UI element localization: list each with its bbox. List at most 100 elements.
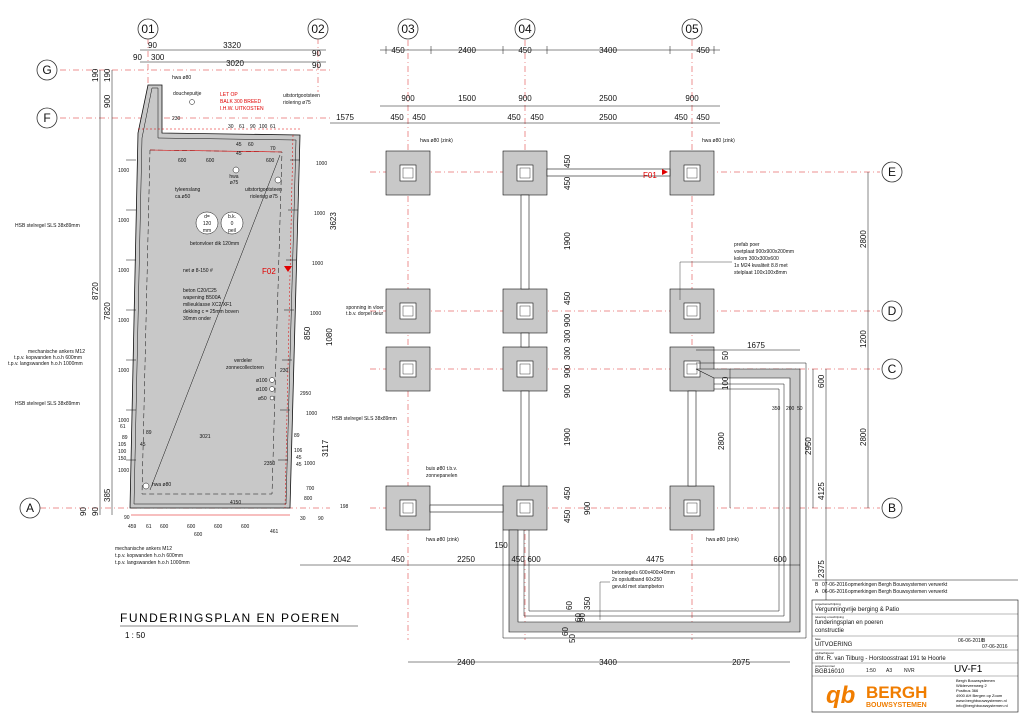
pipe-icon bbox=[269, 395, 275, 401]
svg-text:1000: 1000 bbox=[304, 461, 315, 467]
page-title: FUNDERINGSPLAN EN POEREN bbox=[120, 611, 341, 625]
svg-text:450: 450 bbox=[391, 46, 405, 55]
grid-bubble-C: C bbox=[881, 358, 903, 380]
svg-text:3400: 3400 bbox=[599, 658, 617, 667]
grid-bubble-D: D bbox=[881, 300, 903, 322]
svg-text:198: 198 bbox=[340, 504, 349, 510]
svg-text:LET OP: LET OP bbox=[220, 92, 238, 98]
svg-text:ø75: ø75 bbox=[230, 180, 239, 186]
svg-text:60: 60 bbox=[248, 142, 254, 148]
svg-text:1000: 1000 bbox=[310, 311, 321, 317]
svg-text:2042: 2042 bbox=[333, 555, 351, 564]
svg-text:hwa ø80 (zink): hwa ø80 (zink) bbox=[702, 138, 735, 144]
grid-bubble-04: 04 bbox=[514, 18, 536, 40]
svg-text:1900: 1900 bbox=[563, 232, 572, 250]
svg-text:07-06-2016: 07-06-2016 bbox=[982, 644, 1008, 650]
svg-text:850: 850 bbox=[303, 326, 312, 340]
douchepuitje-icon bbox=[189, 99, 195, 105]
svg-text:opdrachtgever: opdrachtgever bbox=[815, 651, 834, 655]
svg-text:t.p.v. langswanden h.o.h 1000m: t.p.v. langswanden h.o.h 1000mm bbox=[115, 560, 190, 566]
svg-text:hwa ø80 (zink): hwa ø80 (zink) bbox=[706, 537, 739, 543]
svg-text:riolering ø75: riolering ø75 bbox=[250, 194, 278, 200]
sheet-number: UV-F1 bbox=[954, 664, 983, 675]
svg-text:1200: 1200 bbox=[859, 330, 868, 348]
svg-text:3623: 3623 bbox=[329, 212, 338, 230]
svg-text:2800: 2800 bbox=[859, 230, 868, 248]
svg-text:50: 50 bbox=[568, 634, 577, 643]
svg-text:45: 45 bbox=[296, 462, 302, 468]
svg-text:60: 60 bbox=[574, 613, 583, 622]
svg-text:2x opsluitband 60x250: 2x opsluitband 60x250 bbox=[612, 577, 662, 583]
svg-text:2500: 2500 bbox=[599, 113, 617, 122]
svg-text:1575: 1575 bbox=[336, 113, 354, 122]
svg-text:3020: 3020 bbox=[226, 59, 244, 68]
svg-text:230: 230 bbox=[280, 368, 289, 374]
svg-text:2950: 2950 bbox=[804, 437, 813, 455]
svg-text:230: 230 bbox=[172, 116, 181, 122]
berging-annotations: hwa ø80 douchepuitje LET OP BALK 300 BRE… bbox=[8, 75, 397, 566]
svg-text:1000: 1000 bbox=[118, 168, 129, 174]
svg-text:hwa ø80: hwa ø80 bbox=[172, 75, 191, 81]
svg-text:verdeler: verdeler bbox=[234, 358, 252, 364]
patio-paving bbox=[502, 362, 807, 639]
beams bbox=[429, 168, 697, 513]
svg-text:t.p.v. langswanden h.o.h 1000m: t.p.v. langswanden h.o.h 1000mm bbox=[8, 361, 83, 367]
svg-text:1000: 1000 bbox=[312, 261, 323, 267]
svg-text:45: 45 bbox=[236, 151, 242, 157]
dimension-text-bottom: 2042 450 2250 450 4475 600 150 600 2400 … bbox=[333, 541, 787, 667]
dimension-lines-left bbox=[99, 70, 113, 515]
svg-text:600: 600 bbox=[178, 158, 187, 164]
svg-text:600: 600 bbox=[773, 555, 787, 564]
grid-bubble-G: G bbox=[36, 59, 58, 81]
title-block: B 07-06-2016 opmerkingen Bergh Bouwsyste… bbox=[811, 579, 1019, 713]
svg-text:Vergunningvrije berging & Pati: Vergunningvrije berging & Patio bbox=[815, 607, 900, 613]
svg-text:1000: 1000 bbox=[118, 318, 129, 324]
svg-text:ø100: ø100 bbox=[256, 387, 268, 393]
svg-text:1000: 1000 bbox=[118, 268, 129, 274]
svg-text:opmerkingen Bergh Bouwsystemen: opmerkingen Bergh Bouwsystemen verwerkt bbox=[848, 582, 948, 588]
svg-text:G: G bbox=[42, 63, 51, 77]
svg-text:2500: 2500 bbox=[599, 94, 617, 103]
svg-text:C: C bbox=[888, 362, 897, 376]
level-symbol bbox=[220, 211, 244, 235]
pipe-icon bbox=[269, 386, 275, 392]
svg-text:hwa ø80 (zink): hwa ø80 (zink) bbox=[426, 537, 459, 543]
svg-text:459: 459 bbox=[128, 524, 137, 530]
svg-text:1900: 1900 bbox=[563, 428, 572, 446]
svg-text:A3: A3 bbox=[886, 668, 892, 674]
svg-text:450: 450 bbox=[507, 113, 521, 122]
svg-text:90: 90 bbox=[124, 515, 130, 521]
svg-text:dekking c = 25mm boven: dekking c = 25mm boven bbox=[183, 309, 239, 315]
svg-text:350: 350 bbox=[583, 596, 592, 610]
svg-text:sponning in vloer: sponning in vloer bbox=[346, 305, 384, 311]
poer bbox=[385, 288, 431, 334]
f01-label: F01 bbox=[643, 171, 657, 180]
svg-text:1000: 1000 bbox=[118, 418, 129, 424]
svg-text:100: 100 bbox=[721, 376, 730, 390]
svg-text:300: 300 bbox=[563, 329, 572, 343]
svg-text:info@berghbouwsystemen.nl: info@berghbouwsystemen.nl bbox=[956, 703, 1008, 708]
svg-text:90: 90 bbox=[133, 53, 142, 62]
svg-text:60: 60 bbox=[565, 601, 574, 610]
svg-text:tyleenslang: tyleenslang bbox=[175, 187, 201, 193]
svg-text:600: 600 bbox=[160, 524, 169, 530]
svg-text:B: B bbox=[982, 638, 986, 644]
svg-text:600: 600 bbox=[241, 524, 250, 530]
dimension-text-col04: 450 450 1900 450 900 300 300 900 900 190… bbox=[563, 154, 592, 523]
svg-text:30mm onder: 30mm onder bbox=[183, 316, 211, 322]
svg-text:90: 90 bbox=[312, 49, 321, 58]
svg-text:milieuklasse XC2/XF1: milieuklasse XC2/XF1 bbox=[183, 302, 232, 308]
svg-text:60: 60 bbox=[561, 627, 570, 636]
svg-text:projectnummer: projectnummer bbox=[815, 664, 835, 668]
svg-text:riolering ø75: riolering ø75 bbox=[283, 100, 311, 106]
svg-text:90: 90 bbox=[318, 516, 324, 522]
svg-text:mechanische ankers M12: mechanische ankers M12 bbox=[115, 546, 172, 552]
anchor-ticks bbox=[126, 159, 300, 461]
svg-text:300: 300 bbox=[563, 346, 572, 360]
svg-text:t.p.v. kopwanden h.o.h 600mm: t.p.v. kopwanden h.o.h 600mm bbox=[14, 355, 82, 361]
svg-text:120: 120 bbox=[203, 221, 212, 227]
svg-text:hwa ø80 (zink): hwa ø80 (zink) bbox=[420, 138, 453, 144]
svg-text:2075: 2075 bbox=[732, 658, 750, 667]
drawing-title: FUNDERINGSPLAN EN POEREN 1 : 50 bbox=[120, 611, 358, 640]
